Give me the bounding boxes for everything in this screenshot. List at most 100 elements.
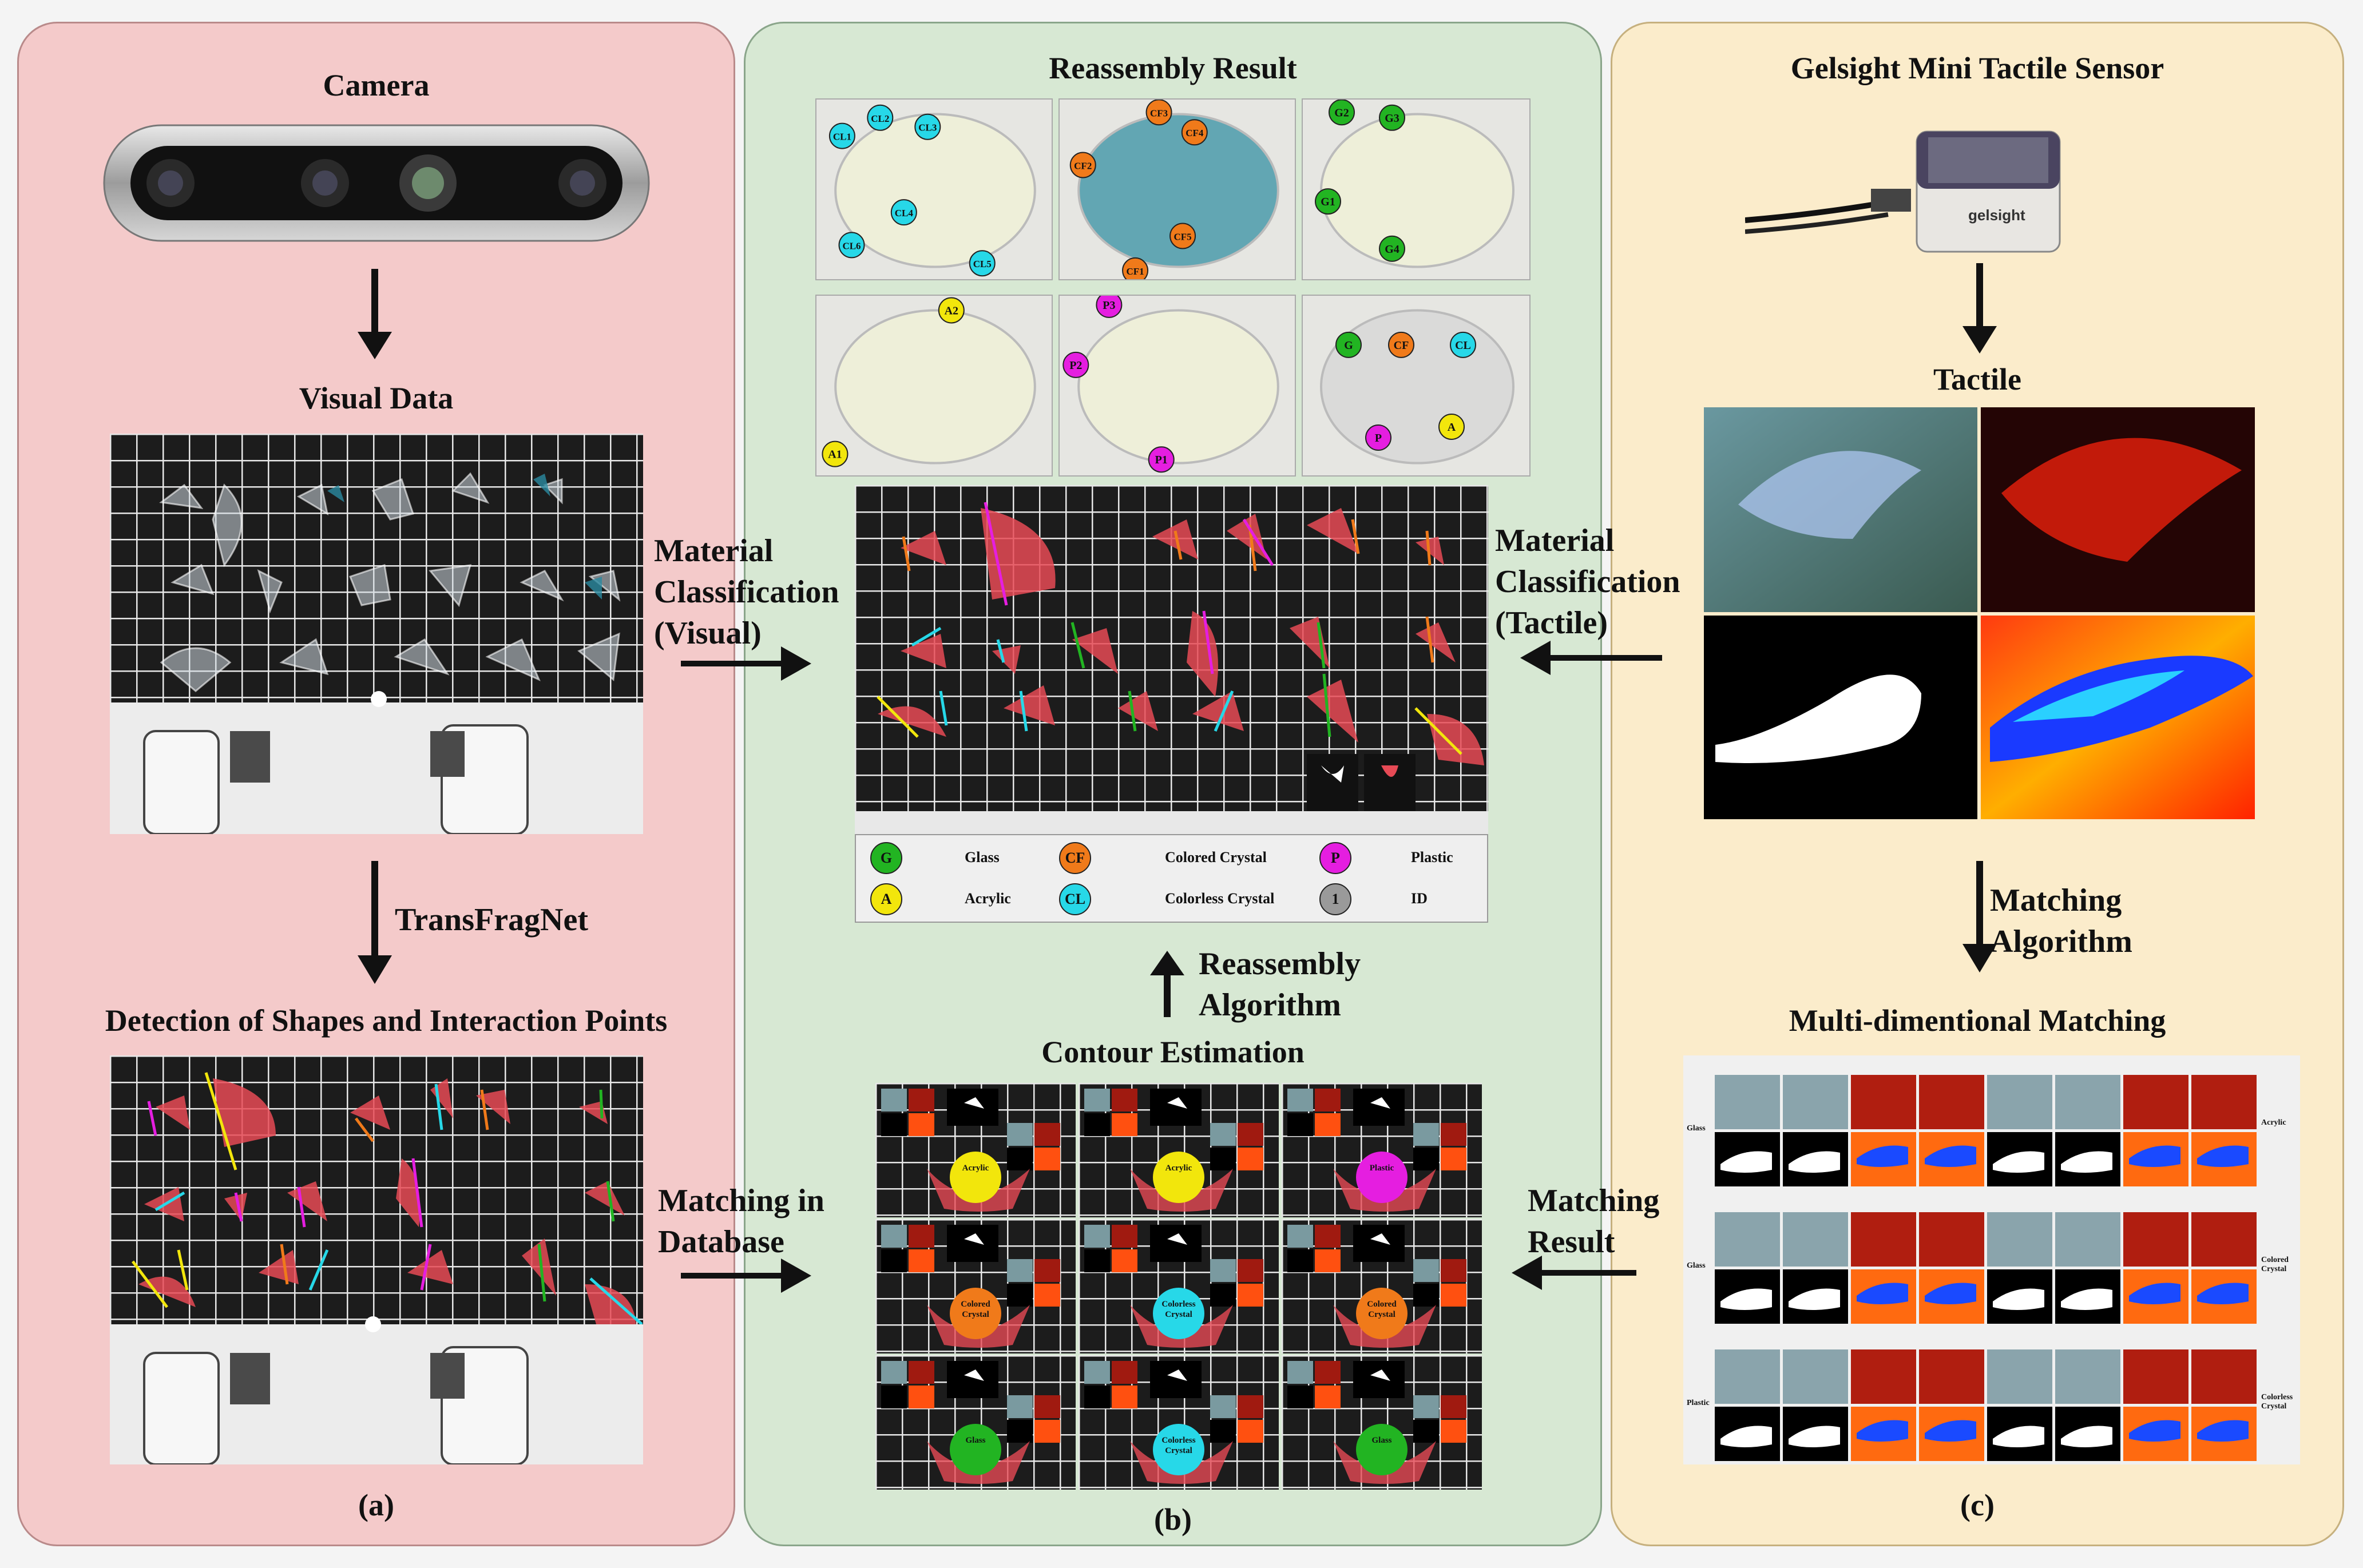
legend-badge: P [1319,842,1351,874]
gelsight-sensor-image: gelsight [1745,120,2088,257]
plate-shape [834,113,1036,268]
legend-label: Glass [965,849,1000,866]
arrow-down-icon [358,269,392,359]
match-row-images [1715,1212,2257,1324]
label-line: Classification [654,574,839,610]
label-line: (Visual) [654,616,762,651]
material-badge-label: G [1344,339,1353,352]
multi-dimensional-matching-title: Multi-dimentional Matching [1789,1003,2166,1038]
material-badge [1145,100,1172,126]
material-badge-label: CL2 [871,113,889,124]
contour-tile: Plastic [1282,1083,1482,1217]
arrow-down-icon [358,861,392,984]
contour-tile: Colorless Crystal [1079,1355,1279,1490]
contour-estimation-title: Contour Estimation [1041,1035,1305,1069]
label-line: Algorithm [1990,924,2132,959]
material-classification-visual-label: Material Classification (Visual) [654,530,839,654]
contour-material-label: Plastic [1369,1164,1394,1173]
visual-data-image [110,434,643,834]
arrow-up-icon [1150,951,1184,1017]
material-badge-label: A [1448,421,1456,434]
tactile-title: Tactile [1933,362,2021,396]
legend-label: Colored Crystal [1165,849,1267,866]
legend-badge: CL [1059,883,1091,915]
match-row-label-right: Acrylic [2261,1118,2286,1127]
contour-material-label: Acrylic [962,1164,989,1173]
legend-badge: CF [1059,842,1091,874]
material-badge-label: A2 [945,304,958,317]
material-badge-label: CL3 [918,122,937,133]
visual-data-title: Visual Data [299,381,454,415]
reassembly-tile: A1 A2 [815,295,1053,477]
legend-badge: A [870,883,902,915]
material-badge-label: CF1 [1126,266,1144,277]
material-badge-label: CL1 [833,132,851,142]
material-classification-image [855,485,1488,834]
material-badge [1062,351,1089,378]
legend-label: Acrylic [965,890,1011,907]
material-badge [1148,446,1175,473]
arrow-right-icon [681,1259,811,1293]
material-badge-label: CF2 [1074,160,1092,171]
match-row-label-right: Colored Crystal [2261,1256,2289,1273]
material-badge-label: G1 [1321,196,1335,208]
contour-tile: Glass [875,1355,1076,1490]
match-row-label-left: Glass [1687,1261,1706,1270]
contour-material-label: Glass [965,1436,986,1445]
contour-tile: Colorless Crystal [1079,1219,1279,1353]
plate-shape [1320,113,1514,268]
contour-material-label: Colored Crystal [1367,1300,1397,1319]
tactile-images [1704,407,2255,819]
label-line: Reassembly [1199,946,1361,982]
label-line: Classification [1495,564,1680,600]
material-badge [1122,257,1149,279]
label-line: Result [1528,1224,1615,1260]
match-row-label-left: Plastic [1687,1399,1710,1407]
matching-in-database-label: Matching in Database [658,1180,824,1263]
material-badge [838,232,865,259]
panel-c-caption: (c) [1960,1488,1995,1522]
contour-material-label: Colorless Crystal [1161,1436,1196,1455]
reassembly-result-title: Reassembly Result [1049,51,1297,85]
material-badge-label: P3 [1103,299,1115,312]
material-badge-label: CL4 [895,208,914,219]
material-badge [867,104,894,131]
material-badge-label: CF4 [1186,128,1204,138]
material-badge-label: G4 [1385,243,1399,256]
panel-b-caption: (b) [1154,1502,1192,1537]
material-badge [938,297,965,324]
material-badge-label: A1 [828,448,842,461]
legend-label: ID [1411,890,1428,907]
material-badge-label: P [1375,432,1382,444]
material-badge-label: CL [1455,339,1471,352]
material-badge [828,122,855,149]
material-badge [822,440,849,467]
label-line: Matching [1990,883,2122,918]
match-row-images [1715,1349,2257,1461]
material-badge [890,199,917,226]
match-row-label-left: Glass [1687,1124,1706,1133]
material-badge-label: CL5 [973,259,992,269]
contour-tile: Colored Crystal [1282,1219,1482,1353]
label-line: (Tactile) [1495,605,1608,641]
material-badge [1315,188,1341,215]
camera-title: Camera [323,68,430,102]
label-line: Matching in [658,1183,824,1218]
plate-shape [1077,113,1279,268]
contour-material-label: Colored Crystal [961,1300,990,1319]
arrow-left-icon [1520,641,1662,675]
material-badge [1379,235,1405,262]
legend-badge: 1 [1319,883,1351,915]
contour-tile: Acrylic [1079,1083,1279,1217]
matching-algorithm-label: Matching Algorithm [1990,880,2132,962]
material-badge [1169,223,1196,249]
legend-badge: G [870,842,902,874]
label-line: Material [1495,523,1615,558]
label-line: Database [658,1224,784,1260]
material-badge [1181,119,1208,146]
material-badge [1379,104,1405,131]
